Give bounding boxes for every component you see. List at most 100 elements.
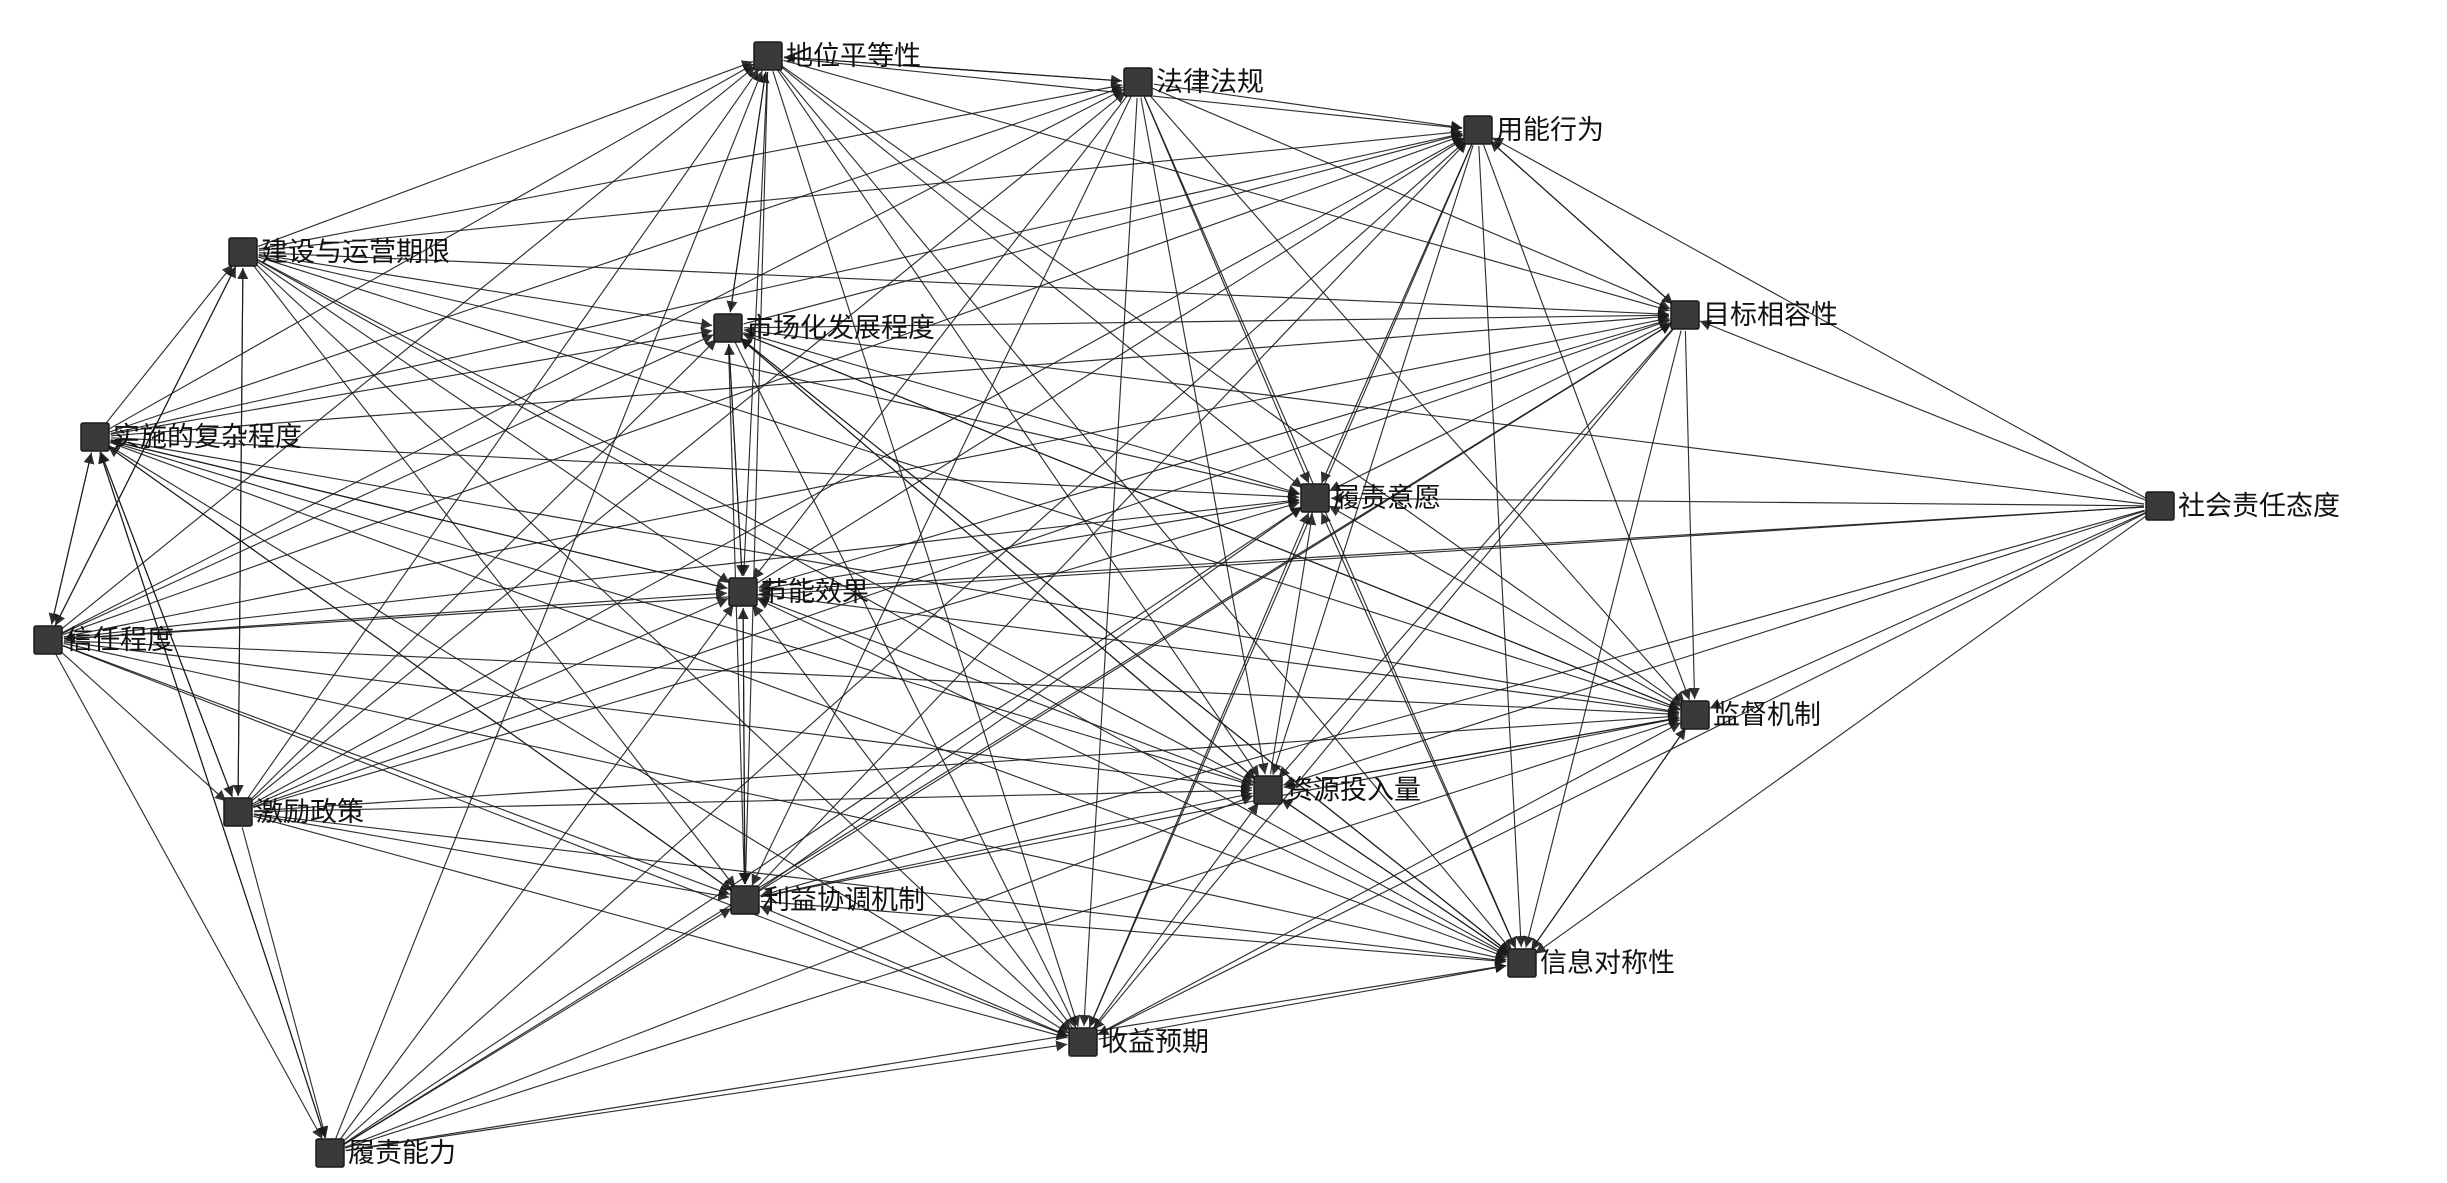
edge-shehui-to-shichang xyxy=(743,325,2145,505)
edge-mubiao-to-ziyuan xyxy=(1278,326,1675,779)
edge-shouyi-to-ziyuan xyxy=(1092,802,1259,1030)
node-ziyuan[interactable] xyxy=(1253,775,1283,805)
edge-ziyuan-to-jieneng xyxy=(757,596,1254,785)
edge-lvze_nengli-to-jieneng xyxy=(339,604,734,1141)
edge-shishi-to-yongneng xyxy=(110,130,1463,435)
edge-shishi-to-jianshe xyxy=(104,264,234,425)
node-label-xinxi: 信息对称性 xyxy=(1540,948,1675,979)
edge-shehui-to-mubiao xyxy=(1699,319,2146,501)
edge-xinren-to-yongneng xyxy=(62,133,1464,636)
edge-jianshe-to-lvze_yiyuan xyxy=(258,255,1300,498)
edge-shouyi-to-xinxi xyxy=(1098,962,1507,1040)
edge-jili-to-ziyuan xyxy=(253,785,1253,813)
node-label-xinren: 信任程度 xyxy=(66,625,174,656)
node-shichang[interactable] xyxy=(713,313,743,343)
edge-jili-to-shishi xyxy=(99,451,233,798)
edge-shehui-to-xinxi xyxy=(1534,514,2148,955)
edge-shehui-to-xinren xyxy=(63,506,2145,644)
edge-xinren-to-diwei xyxy=(60,65,756,631)
edge-xinxi-to-jieneng xyxy=(757,598,1508,957)
node-liyi[interactable] xyxy=(730,885,760,915)
edge-xinren-to-shouyi xyxy=(62,645,1069,1038)
edge-lvze_nengli-to-liyi xyxy=(343,907,732,1146)
edge-jianshe-to-falv xyxy=(258,81,1123,250)
edge-xinren-to-ziyuan xyxy=(63,641,1253,793)
edge-shouyi-to-lvze_yiyuan xyxy=(1088,512,1310,1028)
edge-jieneng-to-lvze_yiyuan xyxy=(758,496,1300,590)
edge-shishi-to-diwei xyxy=(108,63,755,430)
node-label-diwei: 地位平等性 xyxy=(786,41,921,72)
edge-jili-to-falv xyxy=(250,91,1126,803)
node-lvze_nengli[interactable] xyxy=(315,1138,345,1168)
node-diwei[interactable] xyxy=(753,41,783,71)
node-label-jieneng: 节能效果 xyxy=(761,577,869,608)
edge-xinren-to-jieneng xyxy=(63,588,728,640)
edge-shehui-to-jieneng xyxy=(758,506,2145,596)
edge-shishi-to-mubiao xyxy=(110,311,1670,437)
edge-jiandu-to-jieneng xyxy=(758,590,1680,714)
edge-jianshe-to-ziyuan xyxy=(256,258,1255,784)
edge-diwei-to-liyi xyxy=(740,71,769,885)
node-falv[interactable] xyxy=(1123,67,1153,97)
node-xinren[interactable] xyxy=(33,625,63,655)
node-jieneng[interactable] xyxy=(728,577,758,607)
edge-jili-to-liyi xyxy=(253,814,730,901)
edge-lvze_nengli-to-shouyi xyxy=(345,1040,1068,1152)
node-label-jili: 激励政策 xyxy=(256,797,364,828)
edge-shishi-to-ziyuan xyxy=(110,441,1253,788)
edge-shishi-to-jiandu xyxy=(110,439,1680,716)
edge-diwei-to-lvze_yiyuan xyxy=(780,65,1303,489)
edge-liyi-to-lvze_yiyuan xyxy=(757,506,1303,892)
node-label-shishi: 实施的复杂程度 xyxy=(113,422,302,453)
edge-ziyuan-to-xinxi xyxy=(1280,798,1510,955)
edge-liyi-to-xinxi xyxy=(760,900,1507,967)
edge-xinren-to-falv xyxy=(61,88,1125,634)
edge-jianshe-to-yongneng xyxy=(258,127,1463,251)
edge-shishi-to-shouyi xyxy=(108,444,1070,1035)
edge-lvze_nengli-to-ziyuan xyxy=(344,794,1254,1148)
edge-xinren-to-lvze_nengli xyxy=(55,653,323,1140)
edge-xinren-to-shishi xyxy=(51,452,95,625)
edge-mubiao-to-lvze_yiyuan xyxy=(1329,321,1671,492)
node-shishi[interactable] xyxy=(80,422,110,452)
node-shehui[interactable] xyxy=(2145,491,2175,521)
node-lvze_yiyuan[interactable] xyxy=(1300,483,1330,513)
node-jili[interactable] xyxy=(223,797,253,827)
edge-jili-to-jieneng xyxy=(252,597,729,807)
node-label-shouyi: 收益预期 xyxy=(1101,1027,1209,1058)
edge-jianshe-to-jiandu xyxy=(258,256,1680,712)
edge-falv-to-yongneng xyxy=(1153,83,1463,132)
node-jianshe[interactable] xyxy=(228,237,258,267)
edge-jili-to-shichang xyxy=(248,338,718,802)
node-yongneng[interactable] xyxy=(1463,115,1493,145)
node-shouyi[interactable] xyxy=(1068,1027,1098,1057)
node-label-jianshe: 建设与运营期限 xyxy=(261,237,450,268)
edge-xinren-to-shichang xyxy=(62,334,714,634)
edge-liyi-to-jiandu xyxy=(760,714,1680,898)
node-xinxi[interactable] xyxy=(1507,948,1537,978)
edge-jili-to-lvze_yiyuan xyxy=(253,500,1300,809)
edge-falv-to-shouyi xyxy=(1079,97,1138,1027)
edge-shichang-to-yongneng xyxy=(743,131,1463,325)
edge-shishi-to-xinxi xyxy=(109,441,1508,959)
edge-yongneng-to-ziyuan xyxy=(1270,145,1474,775)
node-label-shichang: 市场化发展程度 xyxy=(746,313,935,344)
edge-diwei-to-ziyuan xyxy=(776,68,1260,778)
edge-falv-to-jieneng xyxy=(752,94,1129,580)
node-jiandu[interactable] xyxy=(1680,700,1710,730)
edge-jili-to-xinxi xyxy=(253,813,1507,966)
edge-jianshe-to-mubiao xyxy=(258,252,1670,320)
edge-shichang-to-lvze_yiyuan xyxy=(743,331,1300,496)
edge-jiandu-to-shichang xyxy=(742,332,1681,710)
edge-falv-to-liyi xyxy=(751,96,1132,886)
edge-xinren-to-jiandu xyxy=(63,640,1680,720)
node-mubiao[interactable] xyxy=(1670,300,1700,330)
edge-jieneng-to-shichang xyxy=(724,343,743,577)
edge-xinren-to-xinxi xyxy=(63,642,1507,963)
edge-lvze_nengli-to-yongneng xyxy=(341,140,1467,1143)
edge-mubiao-to-jiandu xyxy=(1684,330,1700,700)
edge-jianshe-to-jieneng xyxy=(255,260,731,584)
node-label-yongneng: 用能行为 xyxy=(1496,115,1604,146)
edge-falv-to-lvze_yiyuan xyxy=(1143,96,1310,484)
